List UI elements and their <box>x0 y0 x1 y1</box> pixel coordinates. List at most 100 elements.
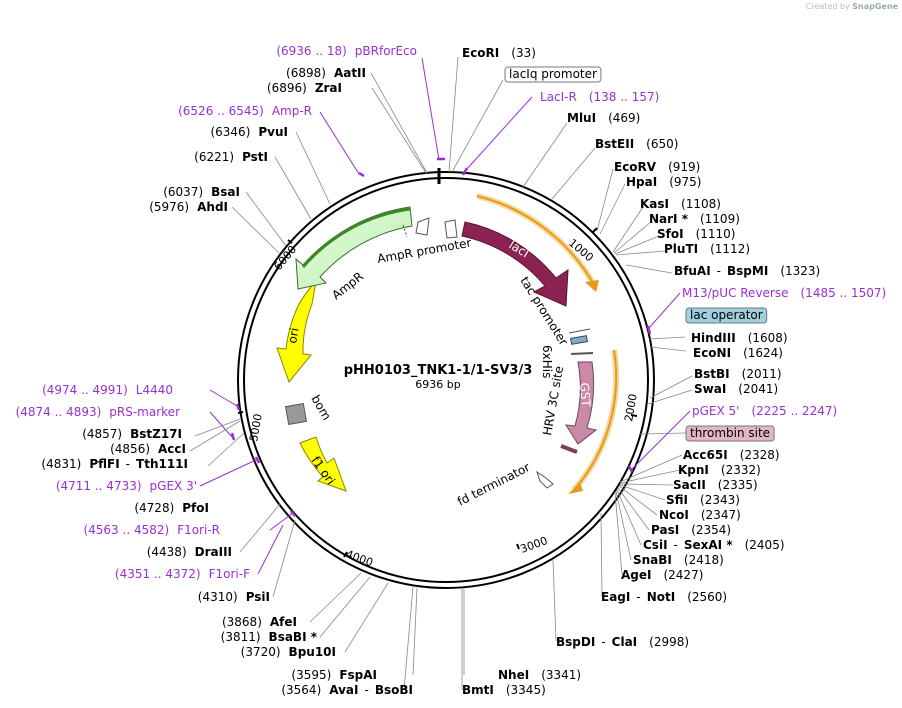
KasI-pos: (1108) <box>681 197 721 211</box>
ampR-green-edge <box>301 207 411 268</box>
SacII-name: SacII <box>673 478 706 492</box>
MluI-pos: (469) <box>608 111 640 125</box>
Bpu10I-name: Bpu10I <box>289 645 336 659</box>
lacIq-arrowhead <box>585 280 599 292</box>
credit-prefix: Created by <box>805 2 850 11</box>
PsiI-name: PsiI <box>246 590 270 604</box>
EagI-name2: NotI <box>647 590 676 604</box>
LacIR-pos: (138 .. 157) <box>589 90 659 104</box>
tac-promoter-arrow <box>444 219 458 239</box>
pGEX5-name: pGEX 5' <box>692 404 739 418</box>
EagI-pos: (2560) <box>687 590 727 604</box>
BfuAI-pos: (1323) <box>780 264 820 278</box>
EcoRV-name: EcoRV <box>614 160 657 174</box>
DraIII-name: DraIII <box>195 545 232 559</box>
pBRfor-pos: (6936 .. 18) <box>276 44 346 58</box>
F1oriF-name: F1ori-F <box>209 567 250 581</box>
F1oriR-pos: (4563 .. 4582) <box>83 523 169 537</box>
lacop-box <box>685 307 768 324</box>
BsaBI-pos: (3811) <box>221 630 261 644</box>
fd-terminator-arrow <box>536 470 554 489</box>
L4440-pos: (4974 .. 4991) <box>42 383 128 397</box>
AgeI-name: AgeI <box>621 568 651 582</box>
plasmid-name: pHH0103_TNK1-1/1-SV3/3 <box>344 363 533 378</box>
PluTI-name: PluTI <box>664 242 698 256</box>
backbone-inner <box>243 177 649 583</box>
BspDI-pos: (2998) <box>649 635 689 649</box>
pGEX3-pos: (4711 .. 4733) <box>56 479 142 493</box>
CsiI-name: CsiI <box>643 538 668 552</box>
ampR-label: AmpR <box>329 269 366 302</box>
EcoNI-name: EcoNI <box>693 346 731 360</box>
thrombin-label: thrombin site <box>690 426 770 440</box>
CsiI-pos: (2405) <box>745 538 785 552</box>
NcoI-pos: (2347) <box>701 508 741 522</box>
BstBI-name: BstBI <box>694 367 730 381</box>
F1oriF-pos: (4351 .. 4372) <box>115 567 201 581</box>
PflFI-name: PflFI <box>89 457 119 471</box>
pRS-name: pRS-marker <box>109 405 180 419</box>
ampR-promoter-arrow <box>415 217 430 236</box>
lacIq-box <box>504 66 602 83</box>
KpnI-name: KpnI <box>678 463 709 477</box>
EcoRI-name: EcoRI <box>462 46 499 60</box>
PluTI-pos: (1112) <box>710 242 750 256</box>
NheI-name: NheI <box>498 668 529 682</box>
AvaI-pos: (3564) <box>281 683 321 697</box>
SfoI-name: SfoI <box>657 227 684 241</box>
NarI-pos: (1109) <box>700 212 740 226</box>
KpnI-pos: (2332) <box>721 463 761 477</box>
Acc65I-pos: (2328) <box>740 448 780 462</box>
PfoI-pos: (4728) <box>134 501 174 515</box>
FspAI-name: FspAI <box>339 668 377 682</box>
AmpR_p-pos: (6526 .. 6545) <box>178 104 264 118</box>
tick-3000: 3000 <box>519 534 550 556</box>
gst-outer-arc-line <box>573 349 618 491</box>
leader-lines <box>189 56 693 691</box>
AvaI-name2: BsoBI <box>375 683 413 697</box>
lacIq-arc-line <box>476 195 594 284</box>
thrombin-box <box>685 425 775 442</box>
AgeI-pos: (2427) <box>663 568 703 582</box>
HindIII-pos: (1608) <box>748 331 788 345</box>
PvuI-name: PvuI <box>258 125 288 139</box>
PflFI-name2: Tth111I <box>136 457 188 471</box>
BfuAI-name: BfuAI <box>674 264 711 278</box>
BsaI-name: BsaI <box>211 185 240 199</box>
lac-op-hash <box>568 328 591 334</box>
thrombin-mark <box>560 444 578 454</box>
bom-block <box>284 402 308 426</box>
BfuAI-name2: BspMI <box>727 264 768 278</box>
ampR-arrow <box>295 206 413 290</box>
AvaI-dash: - <box>365 683 369 697</box>
EagI-name: EagI <box>601 590 630 604</box>
M13-name: M13/pUC Reverse <box>682 286 789 300</box>
BmtI-name: BmtI <box>462 683 494 697</box>
BspDI-name2: ClaI <box>612 635 637 649</box>
LacIR-name: LacI-R <box>540 90 577 104</box>
AhdI-pos: (5976) <box>149 200 189 214</box>
HpaI-pos: (975) <box>669 175 701 189</box>
primer-marks <box>230 157 652 517</box>
PvuI-pos: (6346) <box>210 125 250 139</box>
gst-label: GST <box>577 382 593 408</box>
PflFI-pos: (4831) <box>41 457 81 471</box>
NarI-name: NarI * <box>649 212 689 226</box>
tick-5000: 5000 <box>247 413 265 443</box>
PfoI-name: PfoI <box>182 501 209 515</box>
AatII-pos: (6898) <box>286 66 326 80</box>
F1oriR-name: F1ori-R <box>177 523 220 537</box>
SnaBI-pos: (2418) <box>684 553 724 567</box>
EagI-dash: - <box>636 590 640 604</box>
BsaBI-name: BsaBI * <box>269 630 318 644</box>
PstI-name: PstI <box>242 150 268 164</box>
SfiI-pos: (2343) <box>700 493 740 507</box>
AccI-name: AccI <box>158 442 186 456</box>
BfuAI-dash: - <box>717 264 721 278</box>
Bpu10I-pos: (3720) <box>241 645 281 659</box>
HindIII-name: HindIII <box>691 331 736 345</box>
sixhis-mark <box>570 352 594 355</box>
EcoNI-pos: (1624) <box>743 346 783 360</box>
SwaI-name: SwaI <box>694 382 726 396</box>
